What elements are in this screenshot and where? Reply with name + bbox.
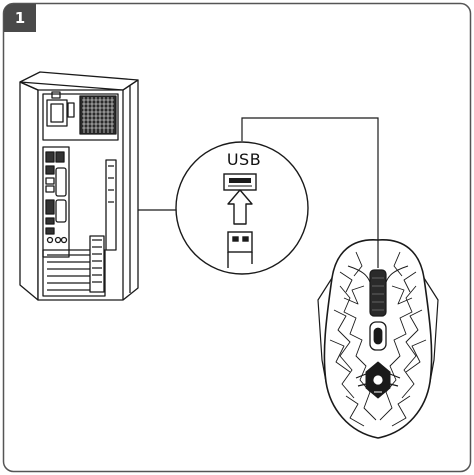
usb-plug-icon: [227, 231, 253, 268]
usb-cable: [241, 117, 379, 240]
step-badge: [4, 4, 36, 32]
step-number: 1: [14, 9, 26, 27]
usb-port-icon: [223, 173, 257, 191]
pc-tower-icon: [19, 71, 139, 301]
gaming-mouse-icon: [317, 239, 439, 439]
arrow-up-icon: [227, 189, 253, 225]
usb-port-label: USB: [226, 150, 262, 169]
